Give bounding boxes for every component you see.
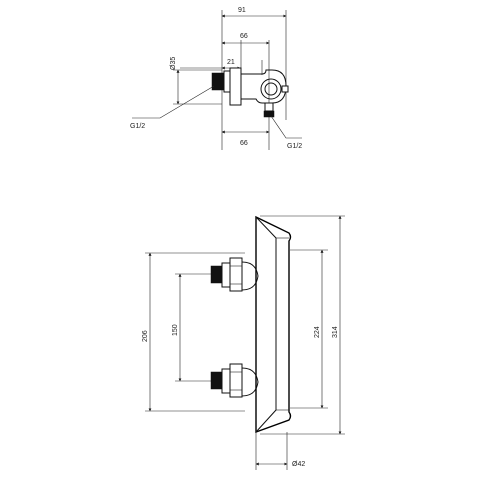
dim-66-bottom: 66 [221,130,270,147]
dim-150-label: 150 [172,324,179,336]
dim-206: 206 [142,252,152,412]
dim-diameter-35-label: Ø35 [170,57,177,70]
dim-91: 91 [221,7,287,18]
dim-314-label: 314 [332,326,339,338]
inlet-nut-dark [211,72,225,91]
dim-224: 224 [314,249,324,409]
mixer-top-view [211,67,289,118]
dim-206-label: 206 [142,330,149,342]
dim-diameter-42: Ø42 [255,461,305,468]
thread-callout-right: G1/2 [270,115,302,150]
dim-21-label: 21 [227,59,235,66]
thread-right-label: G1/2 [287,143,302,150]
dim-66-bottom-label: 66 [240,140,248,147]
dim-66-top-label: 66 [240,33,248,40]
upper-inlet [210,257,259,292]
top-view: 91 66 21 Ø35 [130,7,302,150]
lower-inlet [210,363,259,398]
dim-66-top: 66 [221,33,270,45]
thread-callout-left: G1/2 [130,85,215,130]
dim-diameter-42-label: Ø42 [292,461,305,468]
front-view: 206 150 224 314 Ø42 [142,215,345,470]
dim-224-label: 224 [314,326,321,338]
dim-diameter-35: Ø35 [170,57,222,105]
dim-91-label: 91 [238,7,246,14]
dim-21: 21 [180,59,241,70]
dim-150: 150 [172,273,182,382]
outlet-nut-dark [263,110,275,118]
dim-314: 314 [332,215,342,435]
mixer-front-view [210,215,292,433]
thread-left-label: G1/2 [130,123,145,130]
